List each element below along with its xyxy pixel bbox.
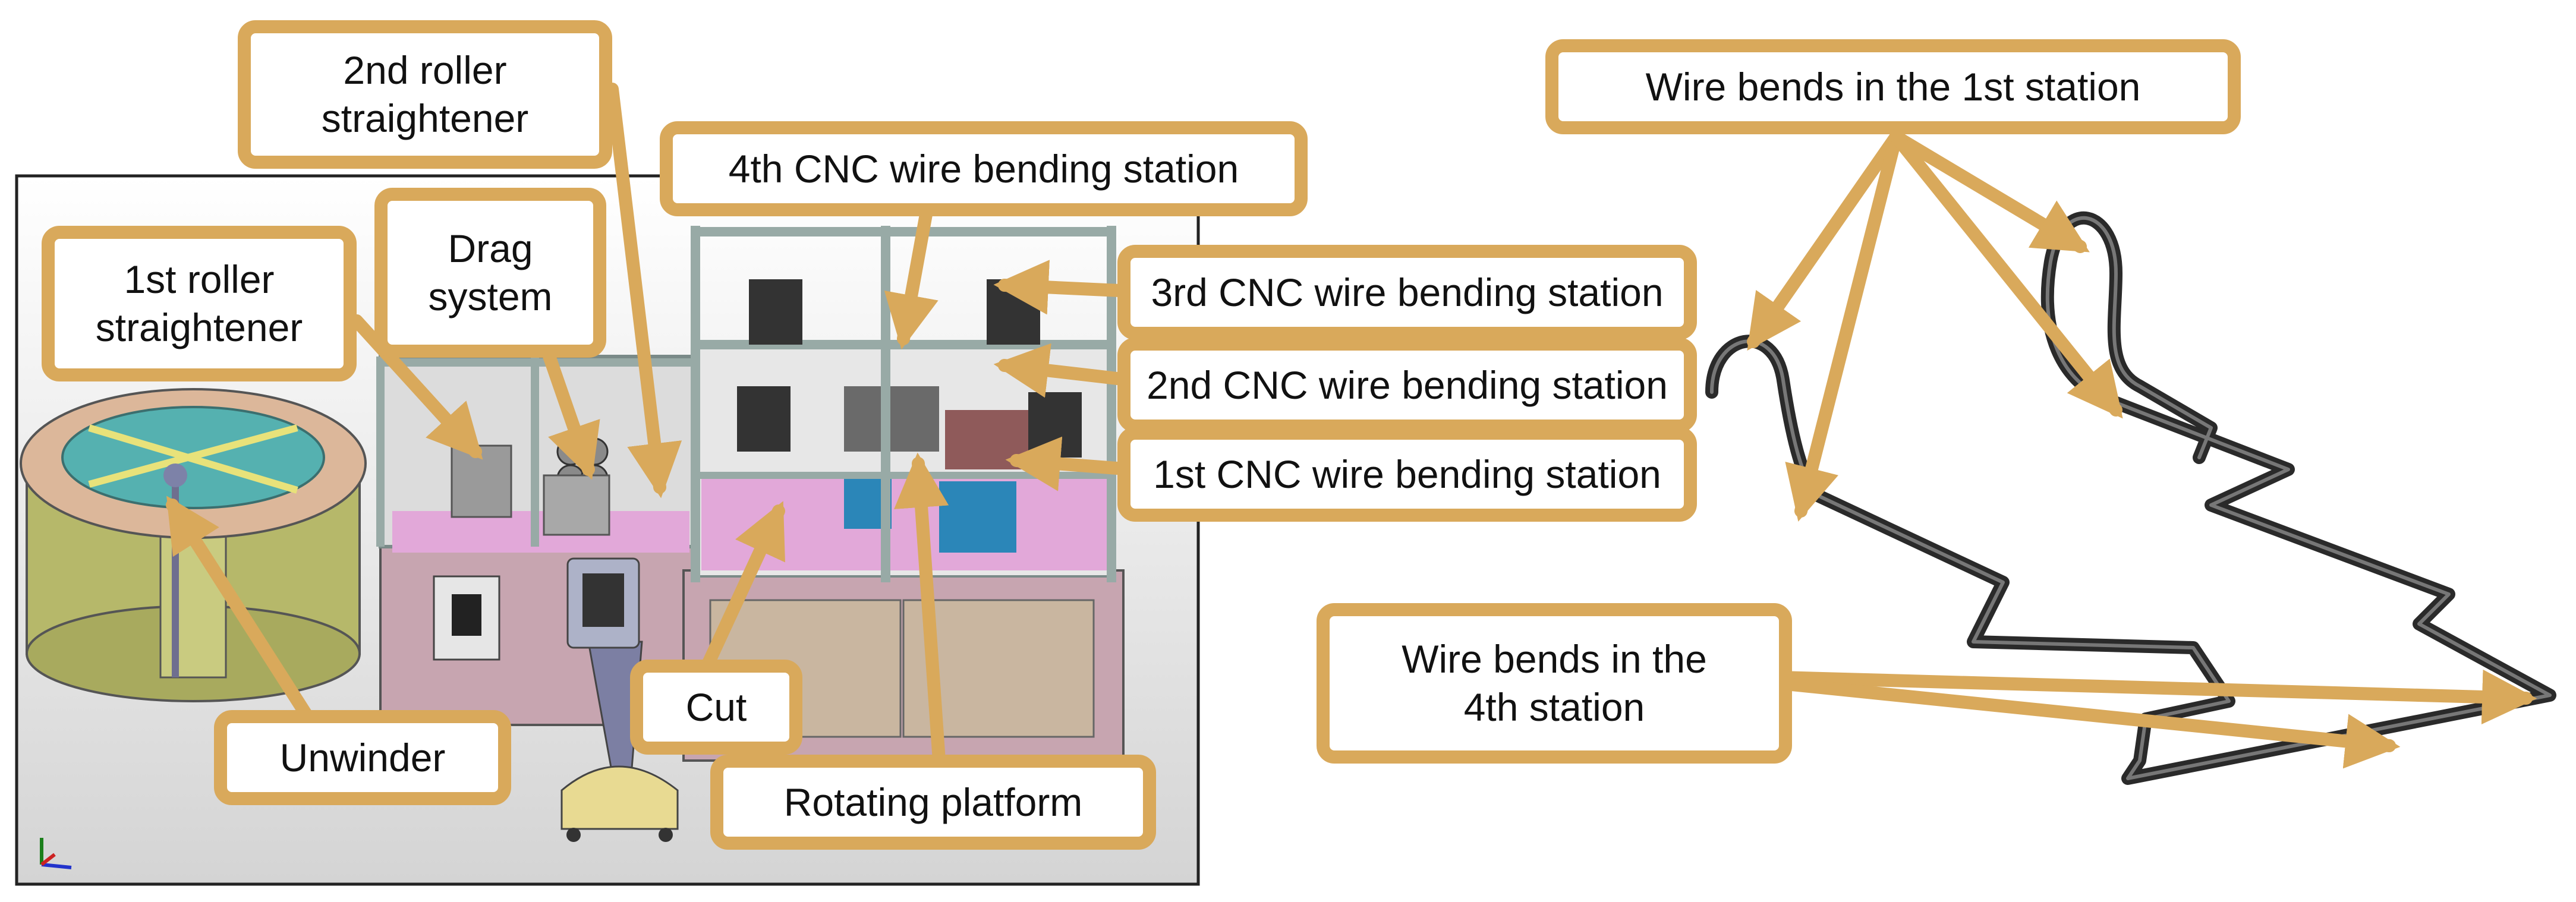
label-2nd-cnc-station: 2nd CNC wire bending station bbox=[1117, 338, 1697, 433]
arrow-rotating bbox=[894, 452, 949, 767]
arrow-bends4-b bbox=[1774, 677, 2401, 769]
arrow-bends1-a bbox=[1747, 130, 1903, 351]
arrow-station2 bbox=[993, 343, 1139, 398]
label-unwinder: Unwinder bbox=[214, 710, 511, 805]
label-wire-bends-4th-station: Wire bends in the 4th station bbox=[1317, 603, 1792, 764]
label-2nd-roller-straightener: 2nd roller straightener bbox=[238, 20, 612, 169]
control-pedestal bbox=[560, 557, 679, 842]
arrow-bends4-a bbox=[1774, 669, 2537, 725]
arrow-station3 bbox=[993, 260, 1139, 315]
axis-triad-icon bbox=[40, 838, 72, 869]
label-cut: Cut bbox=[630, 660, 802, 755]
arrow-station4 bbox=[884, 201, 939, 350]
label-3rd-cnc-station: 3rd CNC wire bending station bbox=[1117, 245, 1697, 340]
arrow-bends1-b bbox=[1785, 130, 1903, 522]
label-1st-roller-straightener: 1st roller straightener bbox=[42, 226, 357, 381]
arrow-cut bbox=[701, 501, 785, 672]
arrow-bends1-c bbox=[1890, 130, 2090, 253]
label-1st-cnc-station: 1st CNC wire bending station bbox=[1117, 427, 1697, 522]
arrow-bends1-d bbox=[1890, 130, 2123, 419]
arrow-unwinder bbox=[166, 496, 316, 726]
label-drag-system: Drag system bbox=[374, 188, 606, 358]
label-4th-cnc-station: 4th CNC wire bending station bbox=[660, 121, 1308, 216]
label-wire-bends-1st-station: Wire bends in the 1st station bbox=[1545, 39, 2241, 134]
arrow-roller2 bbox=[606, 83, 682, 499]
label-rotating-platform: Rotating platform bbox=[710, 755, 1156, 850]
arrow-station1 bbox=[1005, 436, 1139, 491]
